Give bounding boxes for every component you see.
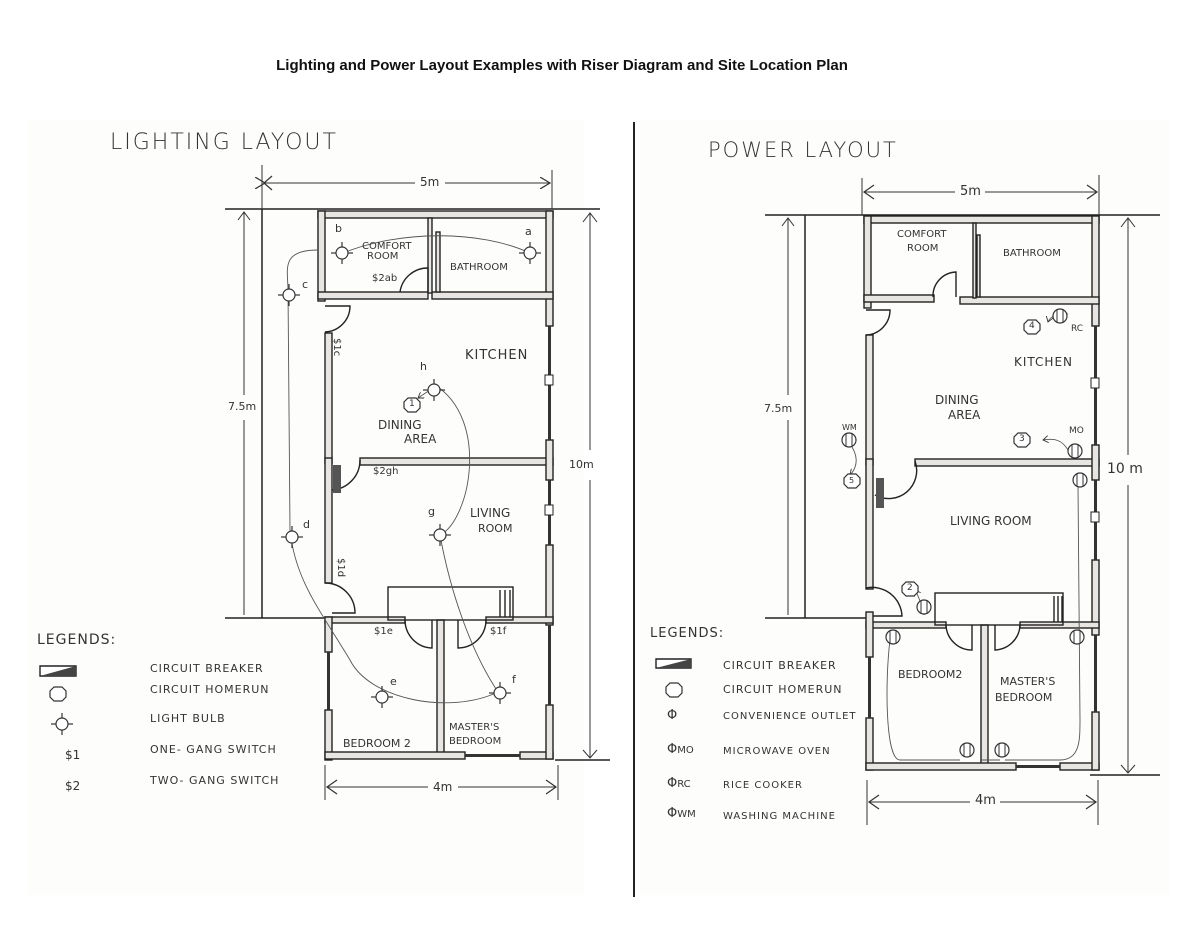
lighting-switch-2gh: $2gh xyxy=(373,466,399,477)
power-legend-sym-2: Φ xyxy=(667,708,678,723)
lighting-switch-1f: $1f xyxy=(490,626,507,637)
power-legend-sym-5: ΦWM xyxy=(667,806,696,821)
power-legend-sym-4: ΦRC xyxy=(667,776,691,791)
lighting-plan xyxy=(225,165,610,800)
power-dim-left: 7.5m xyxy=(764,402,793,415)
lighting-switch-1c: $1c xyxy=(331,338,342,357)
lighting-legend-item-3: ONE- GANG SWITCH xyxy=(150,743,277,756)
power-room-bedroom2: BEDROOM2 xyxy=(898,668,963,681)
lighting-switch-2ab: $2ab xyxy=(372,273,398,284)
power-tag-mo: MO xyxy=(1069,426,1084,436)
lighting-room-living: LIVING ROOM xyxy=(470,506,513,535)
power-dim-top: 5m xyxy=(960,184,981,199)
power-homerun-2: 2 xyxy=(907,583,913,593)
lighting-legend-item-4: TWO- GANG SWITCH xyxy=(150,774,280,787)
light-label-c: c xyxy=(302,278,309,291)
lighting-dim-right: 10m xyxy=(569,458,594,471)
sheet-divider xyxy=(633,122,635,897)
power-legend-item-1: CIRCUIT HOMERUN xyxy=(723,683,843,696)
power-tag-wm: WM xyxy=(842,423,857,432)
lighting-legend-sym-4: $2 xyxy=(65,779,81,793)
lighting-room-bathroom: BATHROOM xyxy=(450,262,508,273)
power-legend-item-4: RICE COOKER xyxy=(723,780,803,791)
lighting-room-master: MASTER'S BEDROOM xyxy=(449,722,502,747)
power-legend-item-0: CIRCUIT BREAKER xyxy=(723,659,837,672)
light-label-f: f xyxy=(512,673,516,686)
lighting-dim-top: 5m xyxy=(420,175,440,189)
power-legend-item-3: MICROWAVE OVEN xyxy=(723,746,831,757)
power-tag-rc: RC xyxy=(1071,324,1084,334)
lighting-room-bedroom2: BEDROOM 2 xyxy=(343,737,411,750)
power-legend-title: LEGENDS: xyxy=(650,626,725,641)
power-plan xyxy=(765,175,1160,825)
lighting-dim-left: 7.5m xyxy=(228,400,257,413)
power-room-living: LIVING ROOM xyxy=(950,514,1032,528)
lighting-room-dining: DINING AREA xyxy=(378,418,437,446)
power-room-kitchen: KITCHEN xyxy=(1014,355,1073,369)
light-label-e: e xyxy=(390,675,397,688)
lighting-layout-sheet xyxy=(28,120,584,895)
page-title: Lighting and Power Layout Examples with … xyxy=(276,57,848,74)
power-legend-item-5: WASHING MACHINE xyxy=(723,811,836,822)
lighting-legend-item-1: CIRCUIT HOMERUN xyxy=(150,683,270,696)
lighting-room-comfort: COMFORT ROOM xyxy=(362,241,412,262)
light-label-d: d xyxy=(303,518,310,531)
lighting-legend-sym-3: $1 xyxy=(65,748,81,762)
lighting-room-kitchen: KITCHEN xyxy=(465,348,529,363)
power-legend-item-2: CONVENIENCE OUTLET xyxy=(723,711,857,722)
power-legend-symbols xyxy=(655,658,692,698)
lighting-layout-title: LIGHTING LAYOUT xyxy=(110,130,338,155)
light-label-b: b xyxy=(335,222,342,235)
power-room-master: MASTER'S BEDROOM xyxy=(995,675,1056,704)
lighting-legend-title: LEGENDS: xyxy=(37,632,117,648)
lighting-dim-bottom: 4m xyxy=(433,780,453,794)
power-room-dining: DINING AREA xyxy=(935,393,981,422)
power-layout-title: POWER LAYOUT xyxy=(708,138,898,162)
power-dim-bottom: 4m xyxy=(975,793,996,808)
light-label-a: a xyxy=(525,225,532,238)
lighting-switch-1d: $1d xyxy=(335,558,346,578)
lighting-homerun-label: 1 xyxy=(409,399,415,409)
power-homerun-5: 5 xyxy=(849,476,855,485)
lighting-legend-item-0: CIRCUIT BREAKER xyxy=(150,662,264,675)
power-dim-right: 10 m xyxy=(1107,461,1143,477)
power-homerun-4: 4 xyxy=(1029,321,1035,331)
light-label-g: g xyxy=(428,505,435,518)
lighting-switch-1e: $1e xyxy=(374,626,393,637)
power-room-comfort: COMFORT ROOM xyxy=(897,229,947,254)
lighting-legend-symbols xyxy=(39,665,77,736)
power-room-bathroom: BATHROOM xyxy=(1003,248,1061,259)
power-homerun-3: 3 xyxy=(1019,434,1025,444)
lighting-legend: LEGENDS: xyxy=(37,632,116,648)
lighting-legend-item-2: LIGHT BULB xyxy=(150,712,226,725)
light-label-h: h xyxy=(420,360,427,373)
power-legend-sym-3: ΦMO xyxy=(667,742,694,757)
